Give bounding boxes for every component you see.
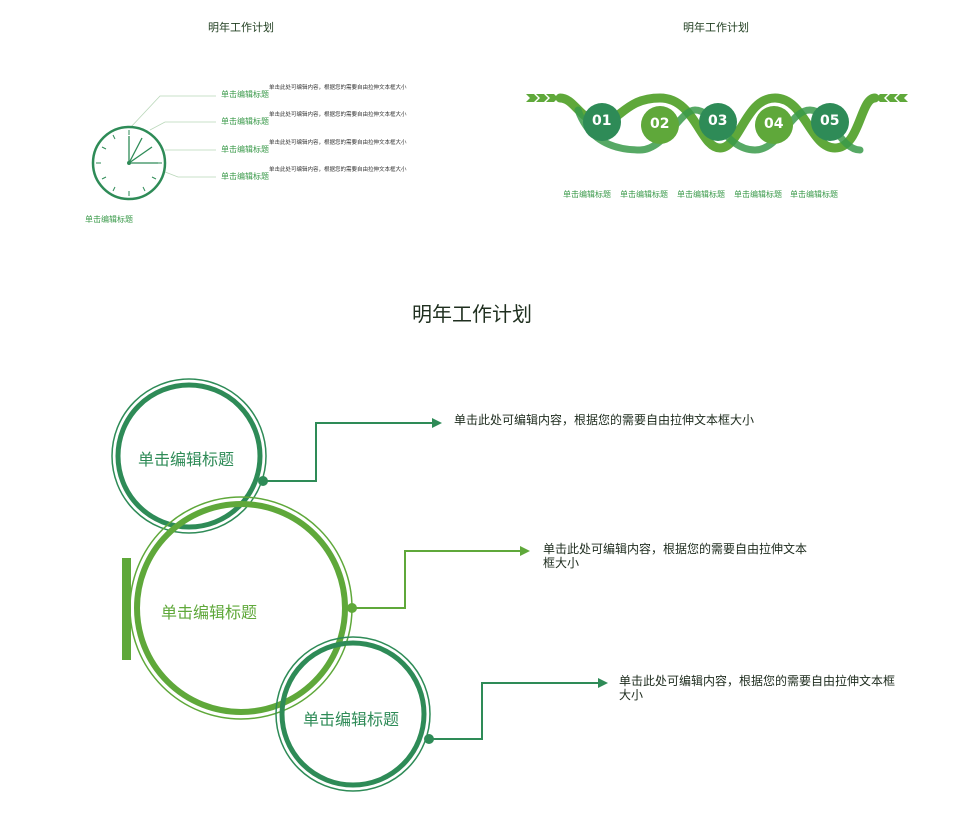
- item-label: 单击编辑标题: [221, 90, 269, 99]
- circle-desc: 单击此处可编辑内容，根据您的需要自由拉伸文本框大小: [619, 674, 896, 702]
- connector-dot: [258, 476, 268, 486]
- chevron-left-icon: [526, 94, 558, 102]
- connector-arrow: [263, 422, 432, 482]
- step-number: 01: [592, 113, 612, 129]
- arrow-head-icon: [432, 418, 442, 428]
- step-number: 02: [650, 116, 670, 132]
- circle-outer-ring: [111, 378, 267, 534]
- side-bar: [122, 558, 131, 660]
- item-label: 单击编辑标题: [221, 172, 269, 181]
- chevron-right-icon: [876, 94, 908, 102]
- step-label: 单击编辑标题: [790, 190, 838, 199]
- circle-desc: 单击此处可编辑内容，根据您的需要自由拉伸文本框大小: [543, 542, 808, 570]
- circle-ring: [115, 382, 263, 530]
- circle-ring: [279, 640, 427, 788]
- connector-arrow: [352, 550, 520, 609]
- item-desc: 单击此处可编辑内容，根据您的需要自由拉伸文本框大小: [269, 167, 407, 173]
- item-label: 单击编辑标题: [221, 145, 269, 154]
- circle-desc: 单击此处可编辑内容，根据您的需要自由拉伸文本框大小: [454, 413, 755, 427]
- connector-arrow: [429, 682, 598, 740]
- step-label: 单击编辑标题: [620, 190, 668, 199]
- item-desc: 单击此处可编辑内容，根据您的需要自由拉伸文本框大小: [269, 85, 407, 91]
- item-desc: 单击此处可编辑内容，根据您的需要自由拉伸文本框大小: [269, 140, 407, 146]
- step-number: 03: [708, 113, 728, 129]
- slide-title: 明年工作计划: [683, 21, 749, 34]
- clock-hands: [128, 136, 158, 164]
- step-number: 05: [820, 113, 840, 129]
- step-circle: [583, 103, 621, 141]
- circle-outer-ring: [275, 636, 431, 792]
- step-circle: [811, 103, 849, 141]
- step-circle: [699, 103, 737, 141]
- step-circle: [755, 106, 793, 144]
- slide-clock: 明年工作计划 单击编辑标题 单击此处可编辑内容，根据您的需要: [0, 0, 480, 260]
- slide-title: 明年工作计划: [412, 302, 532, 326]
- step-label: 单击编辑标题: [677, 190, 725, 199]
- leader-line: [159, 169, 216, 178]
- slide-title: 明年工作计划: [208, 21, 274, 34]
- clock-ticks: [96, 130, 162, 196]
- slide-wave: 明年工作计划 01 02 03 04 05 单击编辑标题 单击编辑标题 单击编辑…: [480, 0, 960, 260]
- step-label: 单击编辑标题: [563, 190, 611, 199]
- leader-line: [149, 121, 216, 131]
- wave-graphic: [526, 93, 908, 154]
- step-number: 04: [764, 116, 784, 132]
- clock-center: [127, 161, 131, 165]
- clock-graphic: [91, 95, 216, 201]
- item-label: 单击编辑标题: [221, 117, 269, 126]
- circle-label: 单击编辑标题: [161, 603, 258, 622]
- clock-caption: 单击编辑标题: [85, 215, 133, 224]
- slide-circles: 明年工作计划 单击编辑标题 单击编辑标题 单击编辑标题 单击此处可编辑内容，根据…: [0, 270, 960, 816]
- step-circle: [641, 106, 679, 144]
- step-label: 单击编辑标题: [734, 190, 782, 199]
- arrow-head-icon: [598, 678, 608, 688]
- circles-graphic: [111, 378, 608, 792]
- circle-ring: [134, 501, 348, 715]
- connector-dot: [424, 734, 434, 744]
- leader-line: [129, 95, 216, 129]
- circle-label: 单击编辑标题: [138, 450, 235, 469]
- item-desc: 单击此处可编辑内容，根据您的需要自由拉伸文本框大小: [269, 112, 407, 118]
- circle-label: 单击编辑标题: [303, 710, 400, 729]
- arrow-head-icon: [520, 546, 530, 556]
- connector-dot: [347, 603, 357, 613]
